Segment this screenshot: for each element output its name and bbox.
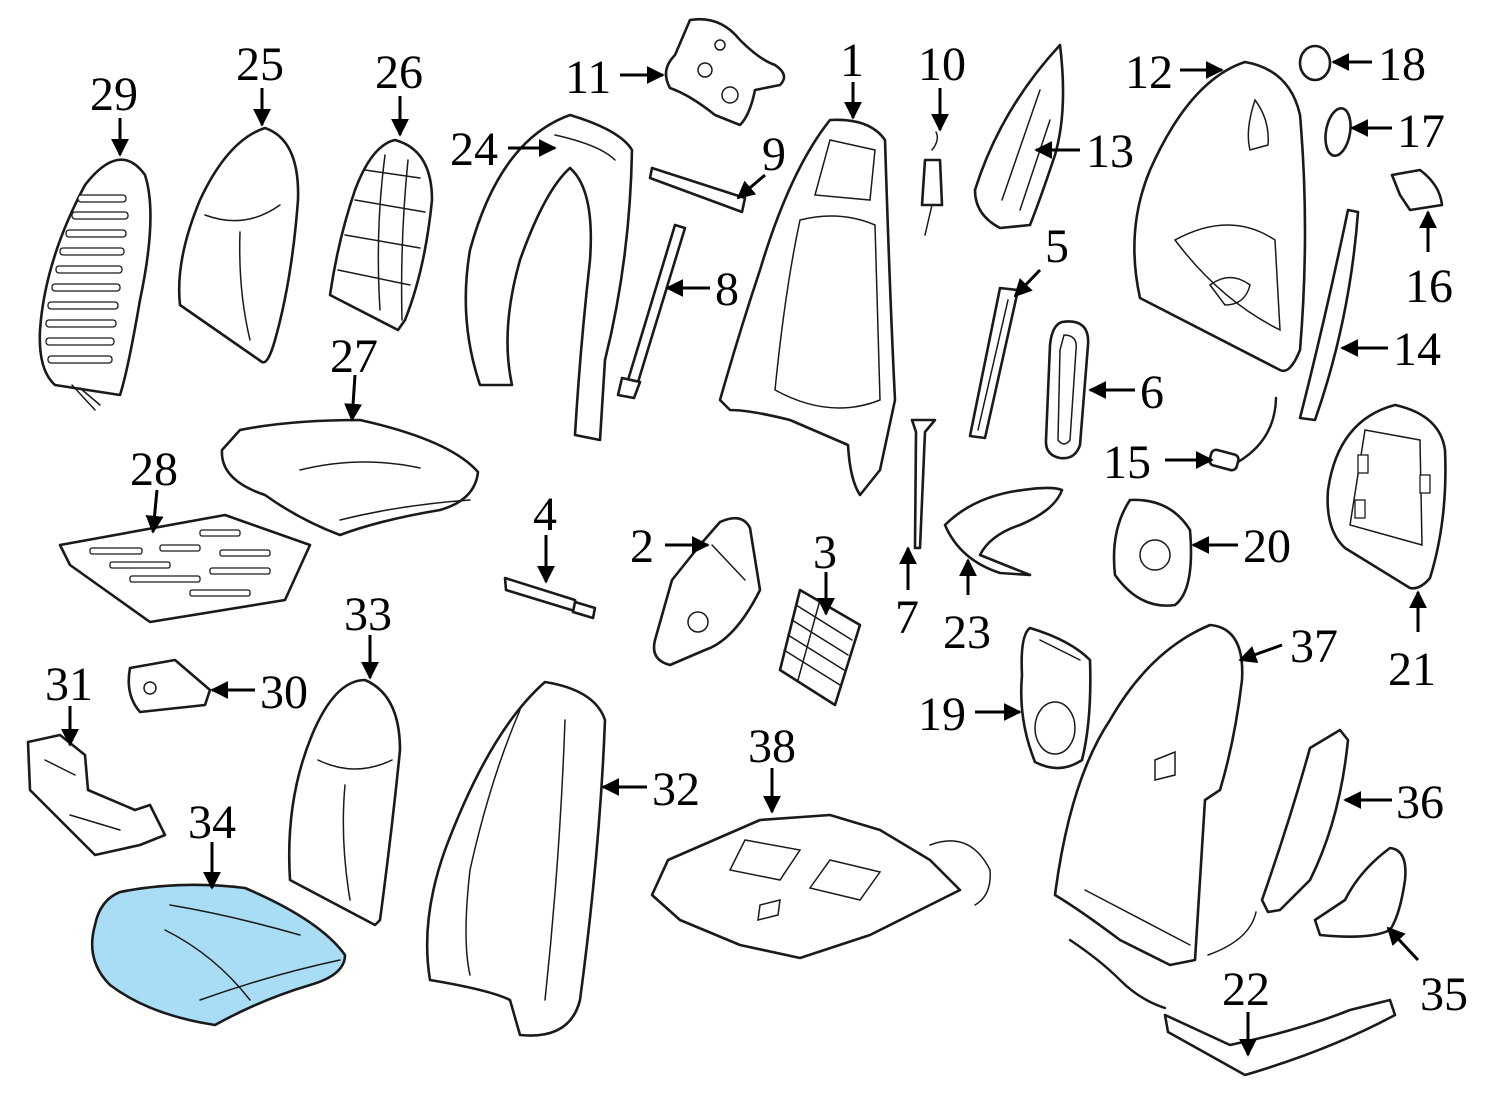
callout-38: 38 <box>748 720 796 773</box>
part-29-back-pad[interactable] <box>38 158 152 411</box>
part-25-back-cover[interactable] <box>177 126 300 364</box>
part-27-cushion-cover[interactable] <box>220 418 480 537</box>
part-31-bracket[interactable] <box>26 733 167 857</box>
callout-34: 34 <box>188 796 236 849</box>
part-8-rail[interactable] <box>616 223 687 400</box>
part-28-seat-pan[interactable] <box>58 513 312 624</box>
part-22-wiring-harness[interactable] <box>1068 938 1397 1077</box>
callout-20: 20 <box>1243 520 1291 573</box>
callout-10: 10 <box>918 38 966 91</box>
callout-13: 13 <box>1086 125 1134 178</box>
part-5-strip[interactable] <box>968 286 1020 440</box>
callout-3: 3 <box>813 526 837 579</box>
part-30-bracket[interactable] <box>127 658 212 714</box>
callout-9: 9 <box>762 128 786 181</box>
part-21-back-shell[interactable] <box>1326 403 1447 590</box>
part-19-boot[interactable] <box>1019 626 1092 770</box>
part-9-trim-bar[interactable] <box>648 166 747 214</box>
part-16-clip[interactable] <box>1390 168 1444 212</box>
callout-21: 21 <box>1388 643 1436 696</box>
part-23-curved-trim[interactable] <box>943 486 1064 577</box>
part-32-back-cover-full[interactable] <box>425 680 607 1037</box>
callout-29: 29 <box>90 68 138 121</box>
callout-28: 28 <box>130 443 178 496</box>
part-7-link[interactable] <box>910 418 937 550</box>
callout-33: 33 <box>344 588 392 641</box>
part-13-side-trim[interactable] <box>973 43 1065 230</box>
callout-7: 7 <box>895 591 919 644</box>
part-37-back-panel[interactable] <box>1053 623 1244 967</box>
part-11-bracket[interactable] <box>664 17 786 127</box>
part-14-trim-strip[interactable] <box>1298 208 1360 422</box>
part-18-cap[interactable] <box>1298 44 1332 82</box>
callout-32: 32 <box>652 763 700 816</box>
part-35-side-shield[interactable] <box>1313 846 1407 938</box>
callout-30: 30 <box>260 666 308 719</box>
leader-lines <box>61 53 1437 1057</box>
callout-17: 17 <box>1397 105 1445 158</box>
callout-12: 12 <box>1125 46 1173 99</box>
part-3-lumbar-mesh[interactable] <box>778 588 862 707</box>
callout-5: 5 <box>1045 220 1069 273</box>
part-12-back-panel[interactable] <box>1133 60 1307 373</box>
part-38-heating-mat[interactable] <box>650 813 991 960</box>
part-6-panel[interactable] <box>1044 320 1090 460</box>
part-26-back-cover-quilted[interactable] <box>328 138 434 332</box>
part-17-cap[interactable] <box>1322 106 1354 158</box>
part-1-back-frame[interactable] <box>718 118 897 497</box>
callout-1: 1 <box>840 34 864 87</box>
part-4-spindle[interactable] <box>503 576 597 620</box>
callout-35: 35 <box>1420 968 1468 1021</box>
callout-11: 11 <box>565 51 611 104</box>
callout-36: 36 <box>1396 776 1444 829</box>
callout-22: 22 <box>1222 963 1270 1016</box>
part-2-motor[interactable] <box>652 516 762 667</box>
part-33-back-cover[interactable] <box>287 678 402 927</box>
callout-18: 18 <box>1378 38 1426 91</box>
callout-15: 15 <box>1103 436 1151 489</box>
callout-19: 19 <box>918 688 966 741</box>
callout-37: 37 <box>1290 620 1338 673</box>
part-36-side-panel[interactable] <box>1207 728 1350 956</box>
callout-6: 6 <box>1140 366 1164 419</box>
callout-8: 8 <box>715 263 739 316</box>
callout-14: 14 <box>1393 323 1441 376</box>
part-15-wire-connector[interactable] <box>1208 396 1278 472</box>
part-20-housing[interactable] <box>1112 498 1193 607</box>
callout-25: 25 <box>236 38 284 91</box>
callout-24: 24 <box>450 123 498 176</box>
callout-labels: 29 25 26 24 11 9 8 1 10 13 12 18 17 16 1… <box>45 34 1468 1021</box>
part-34-seat-cushion[interactable] <box>90 883 347 1027</box>
callout-4: 4 <box>533 488 557 541</box>
callout-16: 16 <box>1405 260 1453 313</box>
part-24-bolster-frame[interactable] <box>464 113 634 442</box>
callout-23: 23 <box>943 606 991 659</box>
callout-31: 31 <box>45 658 93 711</box>
callout-2: 2 <box>630 520 654 573</box>
callout-27: 27 <box>330 330 378 383</box>
callout-26: 26 <box>375 46 423 99</box>
part-10-spring[interactable] <box>920 131 944 236</box>
